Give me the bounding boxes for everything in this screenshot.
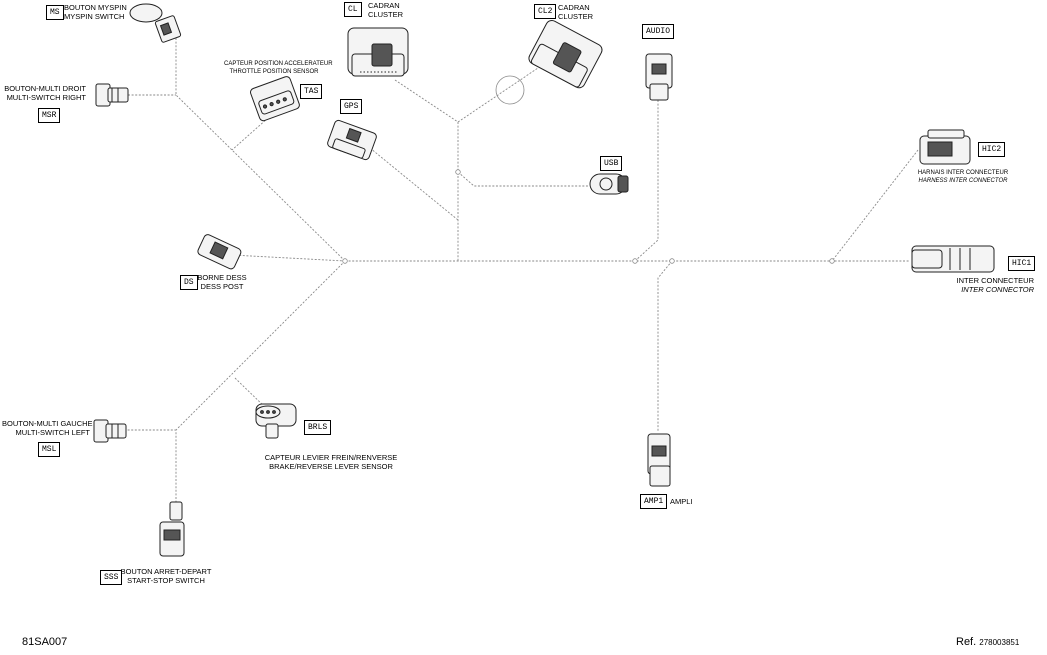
brls-label: CAPTEUR LEVIER FREIN/RENVERSE BRAKE/REVE… <box>256 453 406 471</box>
cl-label-en: CLUSTER <box>368 10 404 19</box>
wire-gps <box>369 147 459 221</box>
amp1-label-fr: AMPLI <box>670 497 693 506</box>
tas-code-tag: TAS <box>300 84 323 99</box>
ms-label-en: MYSPIN SWITCH <box>64 12 125 21</box>
cl2-connector-icon <box>528 19 603 89</box>
splice-node <box>829 258 835 264</box>
hic1-label-fr: INTER CONNECTEUR <box>956 276 1034 285</box>
hic2-label-en: HARNESS INTER CONNECTOR <box>918 177 1008 184</box>
cl-connector-icon <box>347 27 409 77</box>
cl2-detail-circle <box>495 75 525 105</box>
hic1-code-tag: HIC1 <box>1008 256 1036 271</box>
ms-connector-icon <box>129 3 182 43</box>
sss-connector-icon <box>159 501 185 557</box>
msl-connector-icon <box>93 419 127 443</box>
ds-label: BORNE DESS DESS POST <box>194 273 250 291</box>
gps-connector-icon <box>327 119 377 161</box>
cl2-label: CADRAN CLUSTER <box>558 3 593 21</box>
hic1-label: INTER CONNECTEUR INTER CONNECTOR <box>930 276 1034 294</box>
msr-label-en: MULTI-SWITCH RIGHT <box>6 93 86 102</box>
tas-label-fr: CAPTEUR POSITION ACCELERATEUR <box>224 61 333 67</box>
ms-label: BOUTON MYSPIN MYSPIN SWITCH <box>64 3 127 21</box>
splice-node <box>669 258 675 264</box>
splice-node <box>342 258 348 264</box>
ds-label-en: DESS POST <box>200 282 244 291</box>
wire-hic2 <box>831 149 919 262</box>
usb-connector-icon <box>589 173 629 195</box>
ms-code-tag: MS <box>46 5 64 20</box>
figure-id: 81SA007 <box>22 636 68 648</box>
tas-label: CAPTEUR POSITION ACCELERATEUR THROTTLE P… <box>224 61 333 76</box>
hic2-code-tag: HIC2 <box>978 142 1006 157</box>
ds-connector-icon <box>197 234 242 270</box>
brls-code-tag: BRLS <box>304 420 332 435</box>
splice-node <box>632 258 638 264</box>
brls-connector-icon <box>255 403 297 439</box>
audio-code-tag: AUDIO <box>642 24 675 39</box>
cl-label: CADRAN CLUSTER <box>368 1 403 19</box>
brls-label-fr: CAPTEUR LEVIER FREIN/RENVERSE <box>264 453 398 462</box>
sss-code-tag: SSS <box>100 570 123 585</box>
cl2-label-fr: CADRAN <box>558 3 590 12</box>
sss-label: BOUTON ARRET-DEPART START-STOP SWITCH <box>118 567 214 585</box>
amp1-connector-icon <box>647 433 671 487</box>
ms-label-fr: BOUTON MYSPIN <box>64 3 127 12</box>
hic1-label-en: INTER CONNECTOR <box>961 285 1034 294</box>
sss-label-en: START-STOP SWITCH <box>127 576 205 585</box>
gps-code-tag: GPS <box>340 99 363 114</box>
hic2-label: HARNAIS INTER CONNECTEUR HARNESS INTER C… <box>908 170 1018 185</box>
splice-node <box>455 169 461 175</box>
wire-ds <box>231 254 346 262</box>
amp1-code-tag: AMP1 <box>640 494 668 509</box>
wire-brls <box>234 377 269 411</box>
hic1-connector-icon <box>911 245 995 273</box>
cl2-label-en: CLUSTER <box>558 12 594 21</box>
reference: Ref. 278003851 <box>956 636 1019 648</box>
wire-tas <box>231 117 269 151</box>
cl-code-tag: CL <box>344 2 362 17</box>
msr-label: BOUTON-MULTI DROIT MULTI-SWITCH RIGHT <box>4 84 86 102</box>
msl-label: BOUTON-MULTI GAUCHE MULTI-SWITCH LEFT <box>2 419 93 437</box>
wire-usb <box>457 171 588 187</box>
wire-ms <box>175 38 346 262</box>
audio-connector-icon <box>645 53 673 101</box>
hic2-label-fr: HARNAIS INTER CONNECTEUR <box>917 170 1009 176</box>
usb-code-tag: USB <box>600 156 623 171</box>
cl-label-fr: CADRAN <box>368 1 400 10</box>
reference-label: Ref. <box>956 636 977 648</box>
tas-connector-icon <box>250 76 300 122</box>
ds-label-fr: BORNE DESS <box>197 273 247 282</box>
wire-cl2 <box>457 67 539 123</box>
msl-label-fr: BOUTON-MULTI GAUCHE <box>2 419 93 428</box>
brls-label-en: BRAKE/REVERSE LEVER SENSOR <box>269 462 393 471</box>
wire-cl <box>394 79 459 123</box>
reference-number: 278003851 <box>979 638 1020 647</box>
hic2-connector-icon <box>919 129 971 165</box>
msl-label-en: MULTI-SWITCH LEFT <box>15 428 90 437</box>
sss-label-fr: BOUTON ARRET-DEPART <box>120 567 212 576</box>
harness-wires <box>124 38 919 503</box>
msr-label-fr: BOUTON-MULTI DROIT <box>4 84 86 93</box>
msr-code-tag: MSR <box>38 108 61 123</box>
wire-audio <box>634 100 659 262</box>
msr-connector-icon <box>95 83 129 107</box>
ds-code-tag: DS <box>180 275 198 290</box>
wire-amp1 <box>657 260 673 432</box>
tas-label-en: THROTTLE POSITION SENSOR <box>229 68 319 75</box>
splice-nodes <box>342 169 835 264</box>
msl-code-tag: MSL <box>38 442 61 457</box>
cl2-code-tag: CL2 <box>534 4 557 19</box>
